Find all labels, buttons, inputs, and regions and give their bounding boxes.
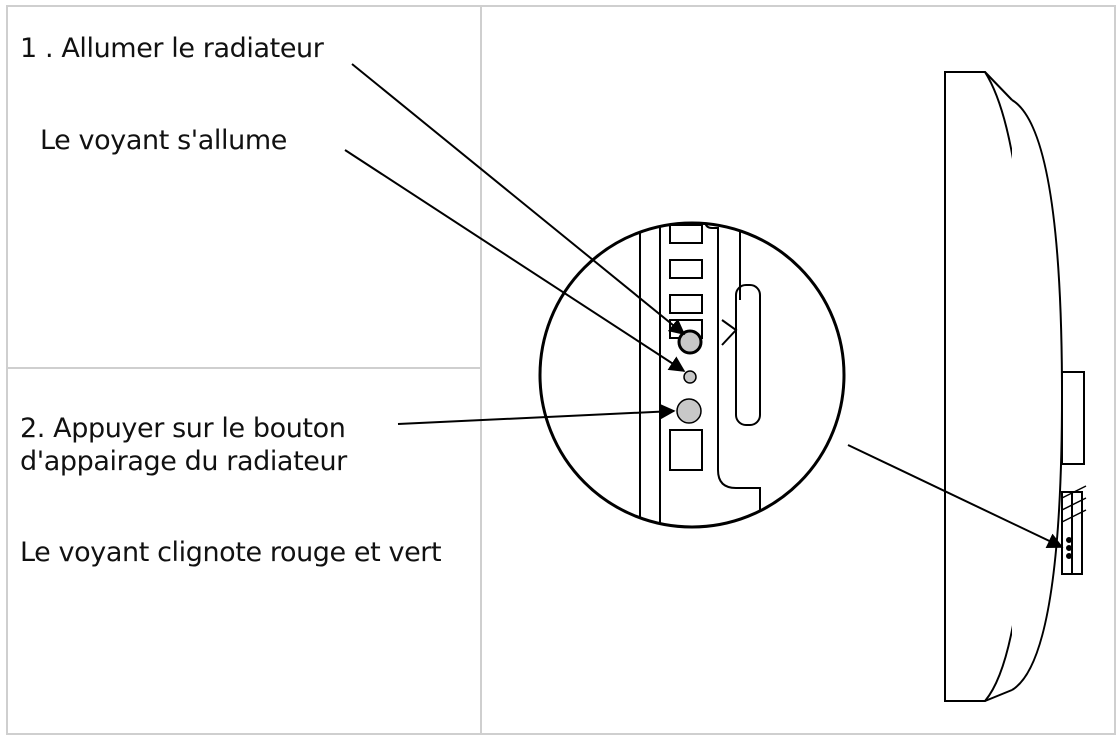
zoom-to-radiator-arrow: [847, 444, 1064, 549]
callout-arrow-pairing: [397, 403, 676, 425]
column-divider: [480, 5, 482, 735]
row-divider: [6, 367, 482, 369]
callout-arrow-led: [344, 149, 686, 372]
step-2-label: 2. Appuyer sur le bouton d'appairage du …: [20, 413, 347, 477]
power-button-icon: [677, 329, 703, 355]
step-1-label: 1 . Allumer le radiateur: [20, 33, 324, 64]
callout-arrow-power: [351, 63, 686, 336]
led-indicator-icon: [683, 370, 697, 384]
led-blink-label: Le voyant clignote rouge et vert: [20, 537, 442, 568]
led-on-label: Le voyant s'allume: [40, 125, 287, 156]
zoom-detail-content: [639, 223, 761, 527]
instruction-panel-frame: [6, 5, 1116, 735]
radiator-side-profile: [944, 71, 1087, 702]
pairing-button-icon: [676, 398, 702, 424]
